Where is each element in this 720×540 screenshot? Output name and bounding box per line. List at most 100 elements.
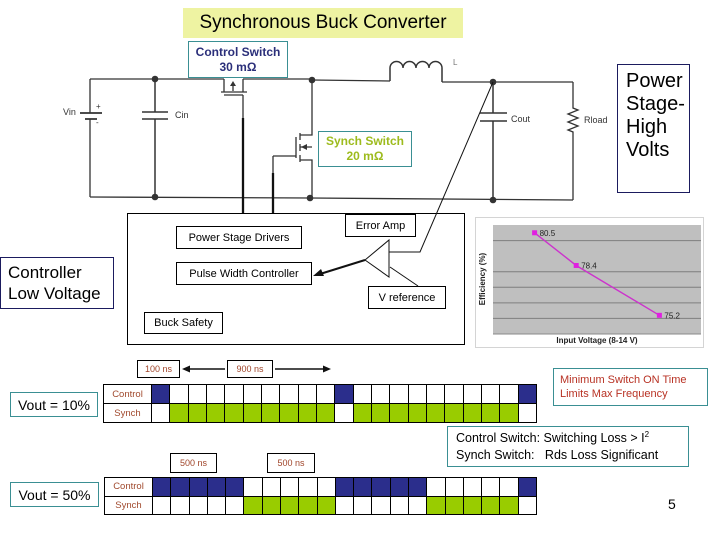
control-timing-cell-off	[188, 385, 207, 403]
synch-timing-cell-off	[354, 496, 373, 514]
power-stage-note-line: Stage-	[626, 93, 685, 115]
control-timing-cell-off	[262, 478, 281, 496]
junction-node	[151, 75, 159, 83]
off-time-value: 900 ns	[236, 364, 264, 374]
control-timing-cell-off	[317, 478, 336, 496]
power-stage-drivers-block: Power Stage Drivers	[176, 226, 302, 249]
power-stage-note: Power Stage- High Volts	[617, 64, 690, 193]
synch-timing-cell-on	[482, 496, 501, 514]
control-timing-cell-off	[482, 478, 501, 496]
cout-label: Cout	[511, 114, 531, 124]
synch-timing-cell-off	[335, 496, 355, 514]
efficiency-chart-svg: Efficiency (%) Input Voltage (8-14 V) 80…	[478, 225, 701, 345]
control-timing-cell-off	[500, 478, 519, 496]
error-amp-label: Error Amp	[355, 219, 406, 232]
synch-timing-cell-on	[280, 404, 299, 422]
control-timing-cell-off	[463, 385, 482, 403]
synch-timing-cell-on	[261, 404, 281, 422]
cin-label: Cin	[175, 110, 189, 120]
vin-plus-sign: +	[96, 102, 101, 111]
data-label: 75.2	[664, 311, 680, 320]
control-timing-cell-on	[390, 478, 409, 496]
control-timing-cell-off	[500, 385, 519, 403]
off-time-value: 500 ns	[277, 458, 305, 468]
synch-row: Synch	[104, 403, 536, 422]
synch-row-label: Synch	[104, 404, 152, 422]
capacitor-cin-symbol	[142, 79, 168, 197]
min-switch-note-line: Limits Max Frequency	[560, 388, 668, 400]
wire-top-right	[311, 79, 573, 83]
control-row-label: Control	[104, 385, 152, 403]
capacitor-cout-symbol	[480, 82, 507, 200]
junction-node	[306, 194, 314, 202]
synch-timing-cell-on	[500, 496, 519, 514]
power-stage-drivers-label: Power Stage Drivers	[188, 231, 290, 244]
synch-timing-cell-on	[243, 404, 262, 422]
vout-10-label: Vout = 10%	[17, 396, 90, 413]
power-stage-note-line: Volts	[626, 139, 670, 161]
control-timing-cell-on	[189, 478, 208, 496]
control-timing-cell-off	[170, 385, 189, 403]
on-time-annotation: 500 ns	[170, 453, 217, 473]
vin-minus-sign: -	[96, 118, 99, 127]
data-label: 78.4	[581, 261, 597, 270]
synch-timing-cell-on	[206, 404, 226, 422]
control-timing-cell-off	[463, 478, 483, 496]
slide-title: Synchronous Buck Converter	[183, 8, 463, 38]
control-timing-cell-off	[445, 385, 464, 403]
synch-row-label: Synch	[105, 496, 153, 514]
synch-timing-cell-on	[371, 404, 391, 422]
control-timing-cell-off	[316, 385, 336, 403]
wire-bottom	[89, 196, 574, 201]
control-timing-cell-off	[408, 385, 427, 403]
power-stage-note-line: Power	[626, 70, 683, 92]
control-timing-cell-on	[207, 478, 227, 496]
slide-title-text: Synchronous Buck Converter	[199, 12, 447, 33]
synch-timing-cell-off	[390, 496, 409, 514]
synch-timing-cell-on	[299, 496, 318, 514]
synch-timing-cell-on	[225, 404, 244, 422]
control-row-cells	[152, 385, 536, 403]
junction-node	[151, 193, 159, 201]
control-row-label: Control	[105, 478, 153, 496]
synch-timing-cell-on	[426, 404, 446, 422]
page-number: 5	[668, 496, 676, 512]
inductor-label: L	[453, 58, 458, 67]
on-time-annotation: 100 ns	[137, 360, 180, 378]
synch-timing-cell-on	[188, 404, 207, 422]
control-row: Control	[105, 478, 536, 496]
synch-switch-loss-line: Synch Switch: Rds Loss Significant	[456, 447, 659, 462]
switch-loss-note: Control Switch: Switching Loss > I2 Sync…	[447, 426, 689, 467]
synch-switch-name: Synch Switch	[325, 134, 405, 148]
control-timing-cell-on	[335, 385, 354, 403]
synch-timing-cell-on	[481, 404, 501, 422]
synch-timing-cell-on	[316, 404, 336, 422]
control-timing-cell-off	[280, 385, 299, 403]
synch-mosfet-arrow-icon	[301, 144, 307, 150]
power-stage-note-line: High	[626, 116, 668, 138]
timing-diagram-10-percent: Control Synch	[103, 384, 537, 423]
control-timing-cell-on	[408, 478, 428, 496]
control-timing-cell-off	[371, 385, 391, 403]
control-timing-cell-off	[390, 385, 409, 403]
synch-switch-resistance: 20 mΩ	[346, 149, 384, 163]
off-time-annotation: 900 ns	[227, 360, 273, 378]
control-timing-cell-off	[225, 385, 244, 403]
control-timing-cell-off	[298, 385, 317, 403]
synch-timing-cell-on	[427, 496, 446, 514]
controller-block	[127, 213, 465, 345]
control-switch-callout: Control Switch 30 mΩ	[188, 41, 288, 78]
controller-note-line: Low Voltage	[8, 284, 101, 303]
control-timing-cell-on	[518, 385, 536, 403]
plot-area	[493, 225, 701, 334]
synch-timing-cell-on	[170, 404, 189, 422]
control-timing-cell-on	[153, 478, 172, 496]
v-reference-block: V reference	[368, 286, 446, 309]
squared-superscript: 2	[644, 429, 650, 439]
control-timing-cell-off	[299, 478, 318, 496]
synch-timing-cell-on	[445, 496, 464, 514]
min-switch-note-line: Minimum Switch ON Time	[560, 374, 687, 386]
synch-timing-cell-on	[390, 404, 409, 422]
synch-timing-cell-off	[189, 496, 208, 514]
control-timing-cell-on	[372, 478, 391, 496]
